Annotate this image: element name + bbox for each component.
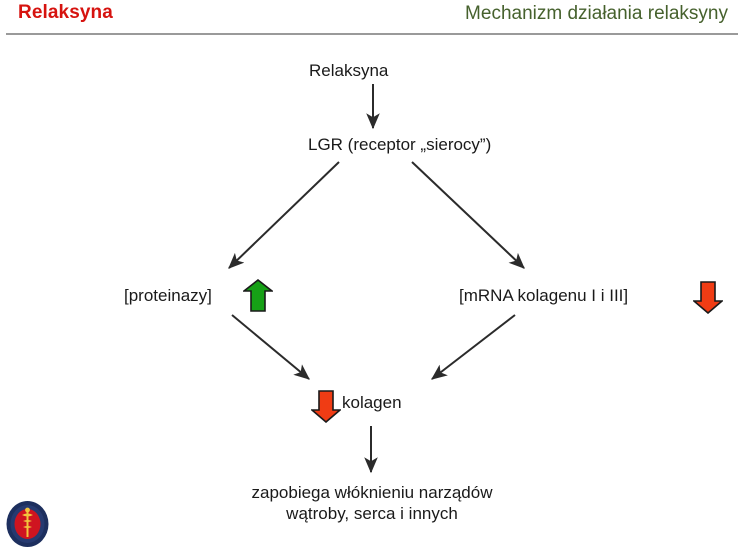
outcome-line-2: wątroby, serca i innych — [286, 504, 458, 523]
arrow-down-icon — [311, 390, 341, 423]
flowchart-connectors — [228, 84, 525, 474]
edge-lgr-proteinazy — [228, 161, 340, 269]
node-proteinazy: [proteinazy] — [124, 286, 212, 305]
node-lgr-receptor: LGR (receptor „sierocy”) — [308, 135, 492, 154]
arrow-up-icon — [243, 279, 273, 312]
header-divider — [6, 33, 738, 35]
edge-mrna-kolagen — [431, 314, 516, 380]
slide-header: Relaksyna Mechanizm działania relaksyny — [0, 0, 744, 35]
node-relaksyna: Relaksyna — [309, 61, 389, 80]
edge-proteinazy-kolagen — [231, 314, 310, 380]
outcome-line-1: zapobiega włóknieniu narządów — [251, 483, 493, 502]
node-mrna-kolagenu: [mRNA kolagenu I i III] — [459, 286, 629, 305]
edge-lgr-mrna — [411, 161, 525, 269]
node-kolagen: kolagen — [342, 393, 402, 412]
header-subtitle: Mechanizm działania relaksyny — [465, 3, 728, 24]
node-outcome: zapobiega włóknieniu narządów wątroby, s… — [0, 482, 744, 524]
mechanism-flowchart: Relaksyna LGR (receptor „sierocy”) [prot… — [0, 34, 744, 523]
university-emblem-logo — [6, 501, 49, 547]
arrow-down-icon — [693, 281, 723, 314]
page-title: Relaksyna — [18, 2, 113, 23]
